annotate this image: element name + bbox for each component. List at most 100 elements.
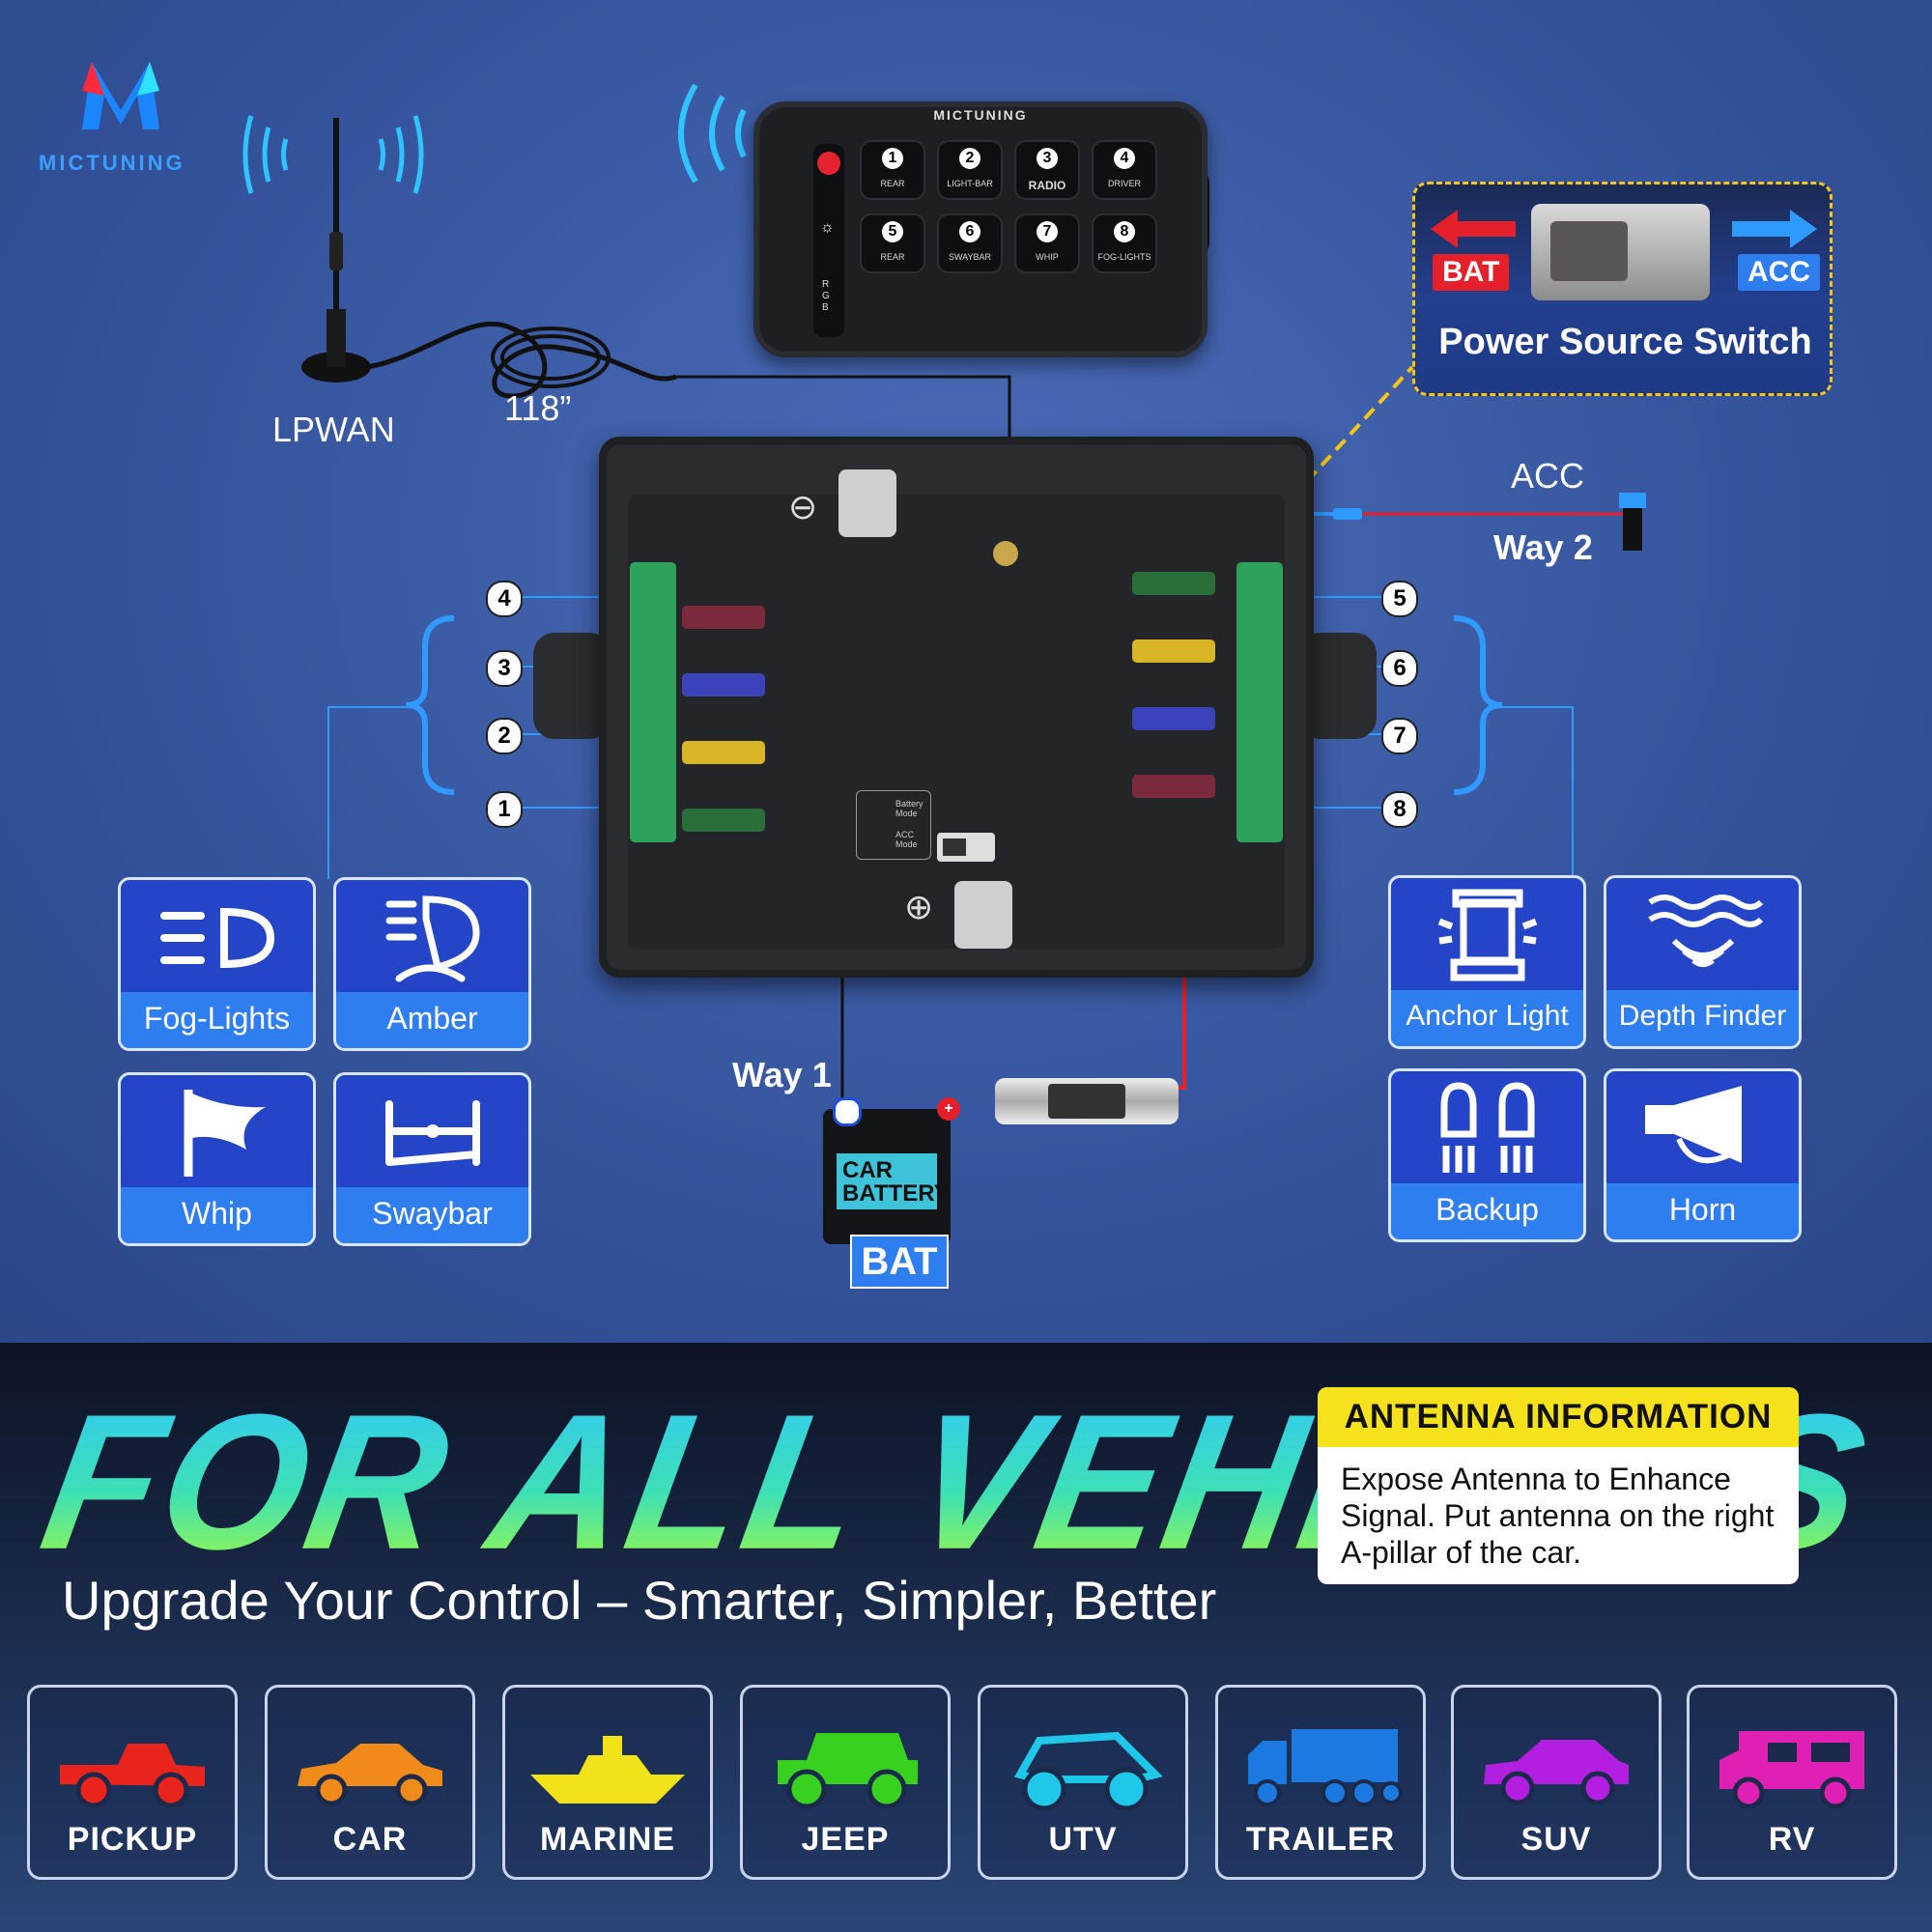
vehicle-card-utv[interactable]: UTV [978,1685,1188,1880]
power-mode-switch[interactable] [937,833,995,862]
left-terminal-strip [630,562,676,842]
swaybar-icon [336,1075,528,1191]
rv-icon [1690,1717,1894,1823]
backup-light-icon [1391,1071,1583,1187]
power-mode-switch-knob [943,838,966,856]
power-button[interactable] [817,152,840,175]
channel-3-badge: 3 [486,650,523,687]
antenna-illustration [242,115,677,399]
channel-5-badge: 5 [1381,581,1418,617]
channel-8-badge: 8 [1381,791,1418,828]
anchor-light-icon [1391,878,1583,994]
channel-2-badge: 2 [486,718,523,754]
way2-label: Way 2 [1493,527,1593,567]
vehicle-card-marine[interactable]: MARINE [502,1685,713,1880]
battery-label: CAR BATTERY [837,1153,950,1209]
relay-box: ⊖ ⊕ Battery Mode ACC Mode [599,437,1314,978]
acc-tag: ACC [1738,254,1820,291]
accessory-card-amber[interactable]: Amber [333,877,531,1051]
brand-logo-text: MICTUNING [39,151,185,175]
brightness-icon[interactable]: ☼ [820,219,835,236]
signal-waves-icon [242,115,424,194]
car-icon [268,1717,472,1823]
fuse-5 [1132,572,1215,595]
cable-length-label: 118” [504,388,572,428]
antenna-label: LPWAN [272,410,395,449]
power-switch-title: Power Source Switch [1438,322,1812,362]
power-source-switch-panel: BAT ACC Power Source Switch [1412,182,1833,396]
vehicle-card-rv[interactable]: RV [1687,1685,1897,1880]
accessory-card-fog-lights[interactable]: Fog-Lights [118,877,316,1051]
vehicle-card-car[interactable]: CAR [265,1685,475,1880]
whip-flag-icon [121,1075,313,1191]
accessory-card-swaybar[interactable]: Swaybar [333,1072,531,1246]
inline-fuse-core [1048,1084,1125,1119]
accessory-label: Swaybar [336,1187,528,1243]
mode-legend: Battery Mode ACC Mode [856,790,931,860]
vehicle-card-pickup[interactable]: PICKUP [27,1685,238,1880]
brand-logo-mark [82,62,159,129]
vehicle-label: UTV [1048,1821,1118,1858]
bat-tag: BAT [1433,254,1510,291]
controller-signal-icon [678,83,747,184]
accessory-card-backup[interactable]: Backup [1388,1068,1586,1242]
pickup-icon [30,1717,235,1823]
vehicle-card-jeep[interactable]: JEEP [740,1685,951,1880]
accessory-card-horn[interactable]: Horn [1604,1068,1802,1242]
accessory-card-whip[interactable]: Whip [118,1072,316,1246]
acc-label: ACC [1511,456,1585,496]
accessory-label: Amber [336,992,528,1048]
controller-brand: MICTUNING [933,107,1028,123]
horn-icon [1606,1071,1799,1187]
mode-battery-label: Battery Mode [895,799,923,818]
depth-finder-icon [1606,878,1799,994]
jeep-icon [743,1717,948,1823]
fuse-1 [682,809,765,832]
boat-icon [505,1717,710,1823]
accessory-label: Backup [1391,1183,1583,1239]
switch-slider [1550,221,1628,281]
minus-symbol: ⊖ [788,487,818,526]
fuse-4 [682,606,765,629]
antenna-connector [993,541,1018,566]
trailer-icon [1218,1717,1423,1823]
inline-fuse [995,1078,1179,1124]
channel-4-badge: 4 [486,581,523,617]
vehicle-label: RV [1768,1821,1816,1858]
vehicle-label: MARINE [539,1821,676,1858]
accessory-card-anchor-light[interactable]: Anchor Light [1388,875,1586,1049]
suv-icon [1454,1717,1659,1823]
arrow-left-icon [1431,210,1516,248]
rgb-label: RGB [822,279,830,313]
arrow-right-icon [1732,210,1817,248]
vehicle-label: PICKUP [67,1821,198,1858]
right-terminal-strip [1236,562,1283,842]
vehicle-card-suv[interactable]: SUV [1451,1685,1662,1880]
vehicle-label: CAR [332,1821,408,1858]
antenna-info-title: ANTENNA INFORMATION [1318,1387,1799,1447]
fuse-7 [1132,707,1215,730]
vehicle-card-trailer[interactable]: TRAILER [1215,1685,1426,1880]
accessory-label: Fog-Lights [121,992,313,1048]
battery-positive-icon: + [937,1097,960,1121]
amber-light-icon [336,880,528,996]
switch-image [1531,204,1710,300]
accessory-label: Depth Finder [1606,990,1799,1046]
accessory-card-depth-finder[interactable]: Depth Finder [1604,875,1802,1049]
way1-label: Way 1 [732,1055,832,1094]
fuse-8 [1132,775,1215,798]
accessory-label: Whip [121,1187,313,1243]
controller-side-strip: ☼ RGB [813,144,844,337]
plus-symbol: ⊕ [904,887,934,926]
accessory-label: Horn [1606,1183,1799,1239]
box-left-ear [533,633,611,739]
